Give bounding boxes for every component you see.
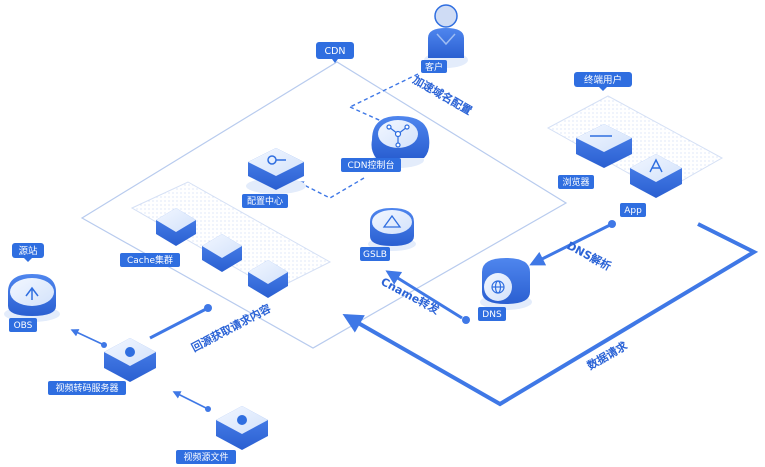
config-center-label: 配置中心 [247, 195, 283, 207]
balance-icon [382, 214, 402, 228]
data-request-label: 数据请求 [585, 338, 631, 373]
cdn-tag: CDN [316, 42, 354, 63]
gslb-label: GSLB [363, 250, 387, 260]
key-icon [267, 155, 286, 165]
end-user-tag-label: 终端用户 [584, 74, 622, 86]
origin-tag-label: 源站 [18, 245, 38, 257]
globe-icon [491, 280, 505, 294]
data-request-path [342, 222, 759, 407]
transcode-server-label: 视频转码服务器 [55, 382, 118, 394]
console-to-config-line [296, 177, 365, 199]
cdn-console-node: CDN控制台 [341, 116, 430, 172]
app-icon [649, 158, 663, 173]
source-file-label: 视频源文件 [183, 451, 228, 463]
cdn-boundary [80, 61, 568, 349]
cname-forward-label: Cname转发 [379, 274, 443, 317]
cdn-console-label: CDN控制台 [348, 159, 395, 171]
browser-device: 浏览器 [558, 124, 632, 189]
hex-server-3 [248, 260, 288, 298]
app-device: App [620, 154, 682, 217]
config-dashed-line-1 [349, 73, 419, 108]
source-transcode-arrow [172, 391, 207, 409]
dns-resolve-label: DNS解析 [565, 238, 614, 273]
cache-cluster-node: Cache集群 [120, 181, 332, 298]
transcode-server-node: 视频转码服务器 [48, 338, 156, 395]
customer-node: 客户 [421, 4, 468, 73]
origin-node: 源站 OBS [4, 243, 60, 332]
dns-resolve-arrow [529, 222, 613, 266]
config-center-node: 配置中心 [242, 148, 306, 208]
hex-server-2 [202, 234, 242, 272]
hex-server-1 [156, 208, 196, 246]
cache-cluster-label: Cache集群 [127, 254, 173, 266]
obs-label: OBS [14, 321, 33, 331]
end-user-node: 终端用户 浏览器 App [546, 72, 724, 217]
dns-node: DNS [478, 258, 532, 321]
network-icon [386, 124, 410, 148]
video-icon [237, 415, 247, 425]
accelerate-domain-config-label: 加速域名配置 [410, 72, 475, 118]
back-to-origin-label: 回源获取请求内容 [189, 301, 273, 355]
cdn-tag-label: CDN [324, 46, 345, 57]
cloud-upload-icon [25, 286, 39, 300]
play-icon [125, 347, 135, 357]
browser-label: 浏览器 [562, 176, 589, 188]
cname-forward-arrow [385, 270, 463, 320]
customer-label: 客户 [425, 61, 443, 73]
gslb-node: GSLB [360, 208, 416, 261]
back-to-origin-arrow [149, 306, 209, 340]
app-label: App [624, 206, 642, 216]
source-file-node: 视频源文件 [176, 406, 268, 464]
obs-transcode-arrow [70, 329, 103, 345]
dns-label: DNS [482, 310, 502, 320]
